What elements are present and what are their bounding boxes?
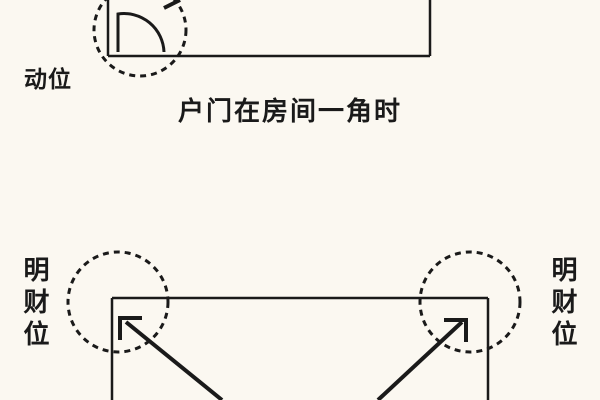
diagram-caption: 户门在房间一角时 — [178, 97, 403, 127]
door-symbol — [116, 0, 181, 53]
wealth-position-label-right: 明财位 — [547, 256, 577, 352]
movement-zone-circle — [92, 0, 188, 78]
arrow-to-right-wealth — [376, 318, 468, 400]
door-swing-arc — [116, 12, 166, 53]
wealth-zone-left-circle — [66, 250, 170, 354]
wealth-zone-right-circle — [418, 250, 522, 354]
arrow-right-shaft — [376, 320, 464, 400]
arrow-to-left-wealth — [118, 316, 224, 400]
arrow-left-shaft — [124, 320, 224, 400]
room-outline-top — [106, 0, 432, 58]
arrow-right-head — [444, 318, 468, 342]
wealth-position-label-left: 明财位 — [19, 256, 49, 352]
movement-position-label: 动位 — [24, 67, 72, 93]
arrow-left-head — [118, 316, 142, 340]
